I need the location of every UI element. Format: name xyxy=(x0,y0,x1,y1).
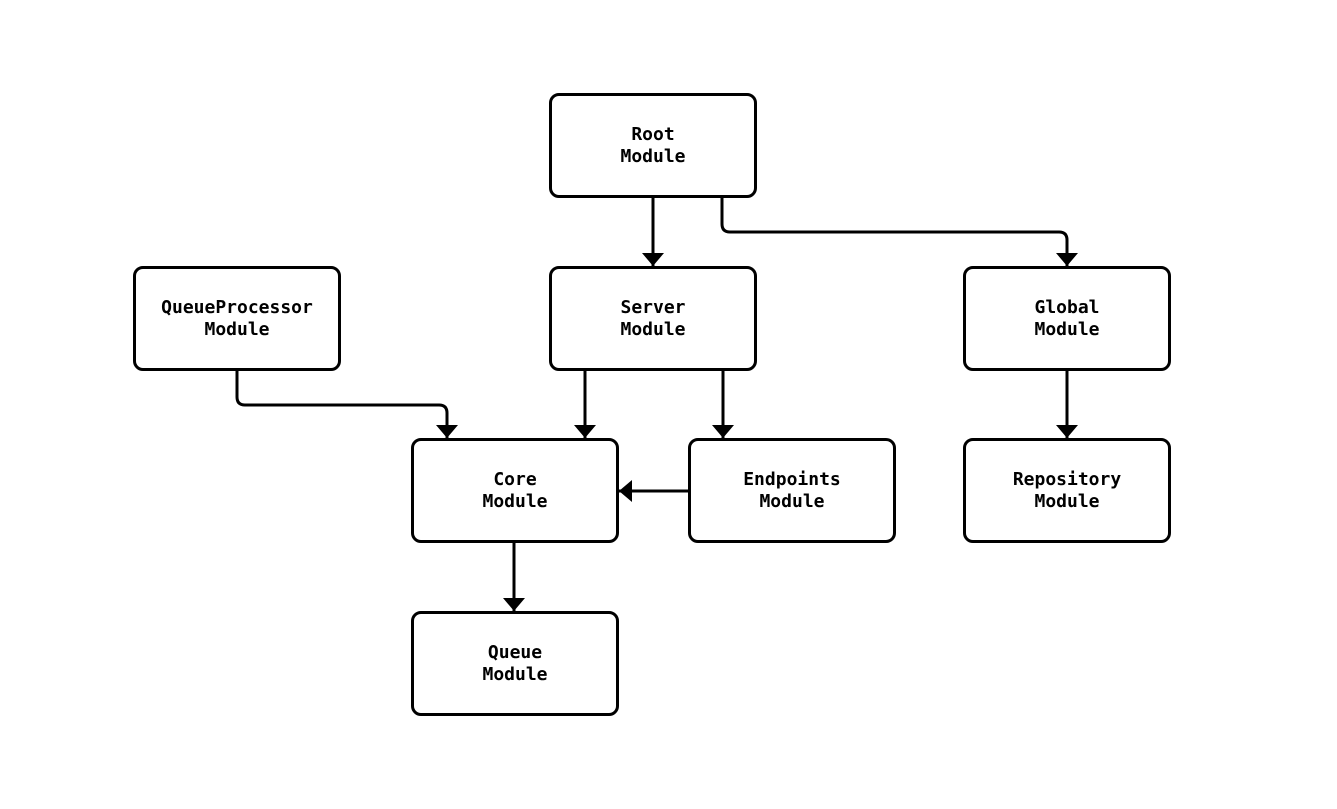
node-repository-module: Repository Module xyxy=(963,438,1171,543)
node-core-module: Core Module xyxy=(411,438,619,543)
node-server-module: Server Module xyxy=(549,266,757,371)
node-endpoints-module: Endpoints Module xyxy=(688,438,896,543)
node-server-module-label: Server Module xyxy=(620,296,686,340)
edge-root-to-global xyxy=(720,198,1078,266)
node-global-module-label: Global Module xyxy=(1034,296,1100,340)
node-endpoints-module-label: Endpoints Module xyxy=(743,468,841,512)
node-root-module: Root Module xyxy=(549,93,757,198)
edge-queueprocessor-to-core xyxy=(235,371,458,438)
node-queue-module-label: Queue Module xyxy=(482,641,548,685)
node-queueprocessor-module: QueueProcessor Module xyxy=(133,266,341,371)
node-root-module-label: Root Module xyxy=(620,123,686,167)
node-queue-module: Queue Module xyxy=(411,611,619,716)
node-repository-module-label: Repository Module xyxy=(1012,468,1122,512)
node-queueprocessor-module-label: QueueProcessor Module xyxy=(161,296,313,340)
node-global-module: Global Module xyxy=(963,266,1171,371)
node-core-module-label: Core Module xyxy=(482,468,548,512)
